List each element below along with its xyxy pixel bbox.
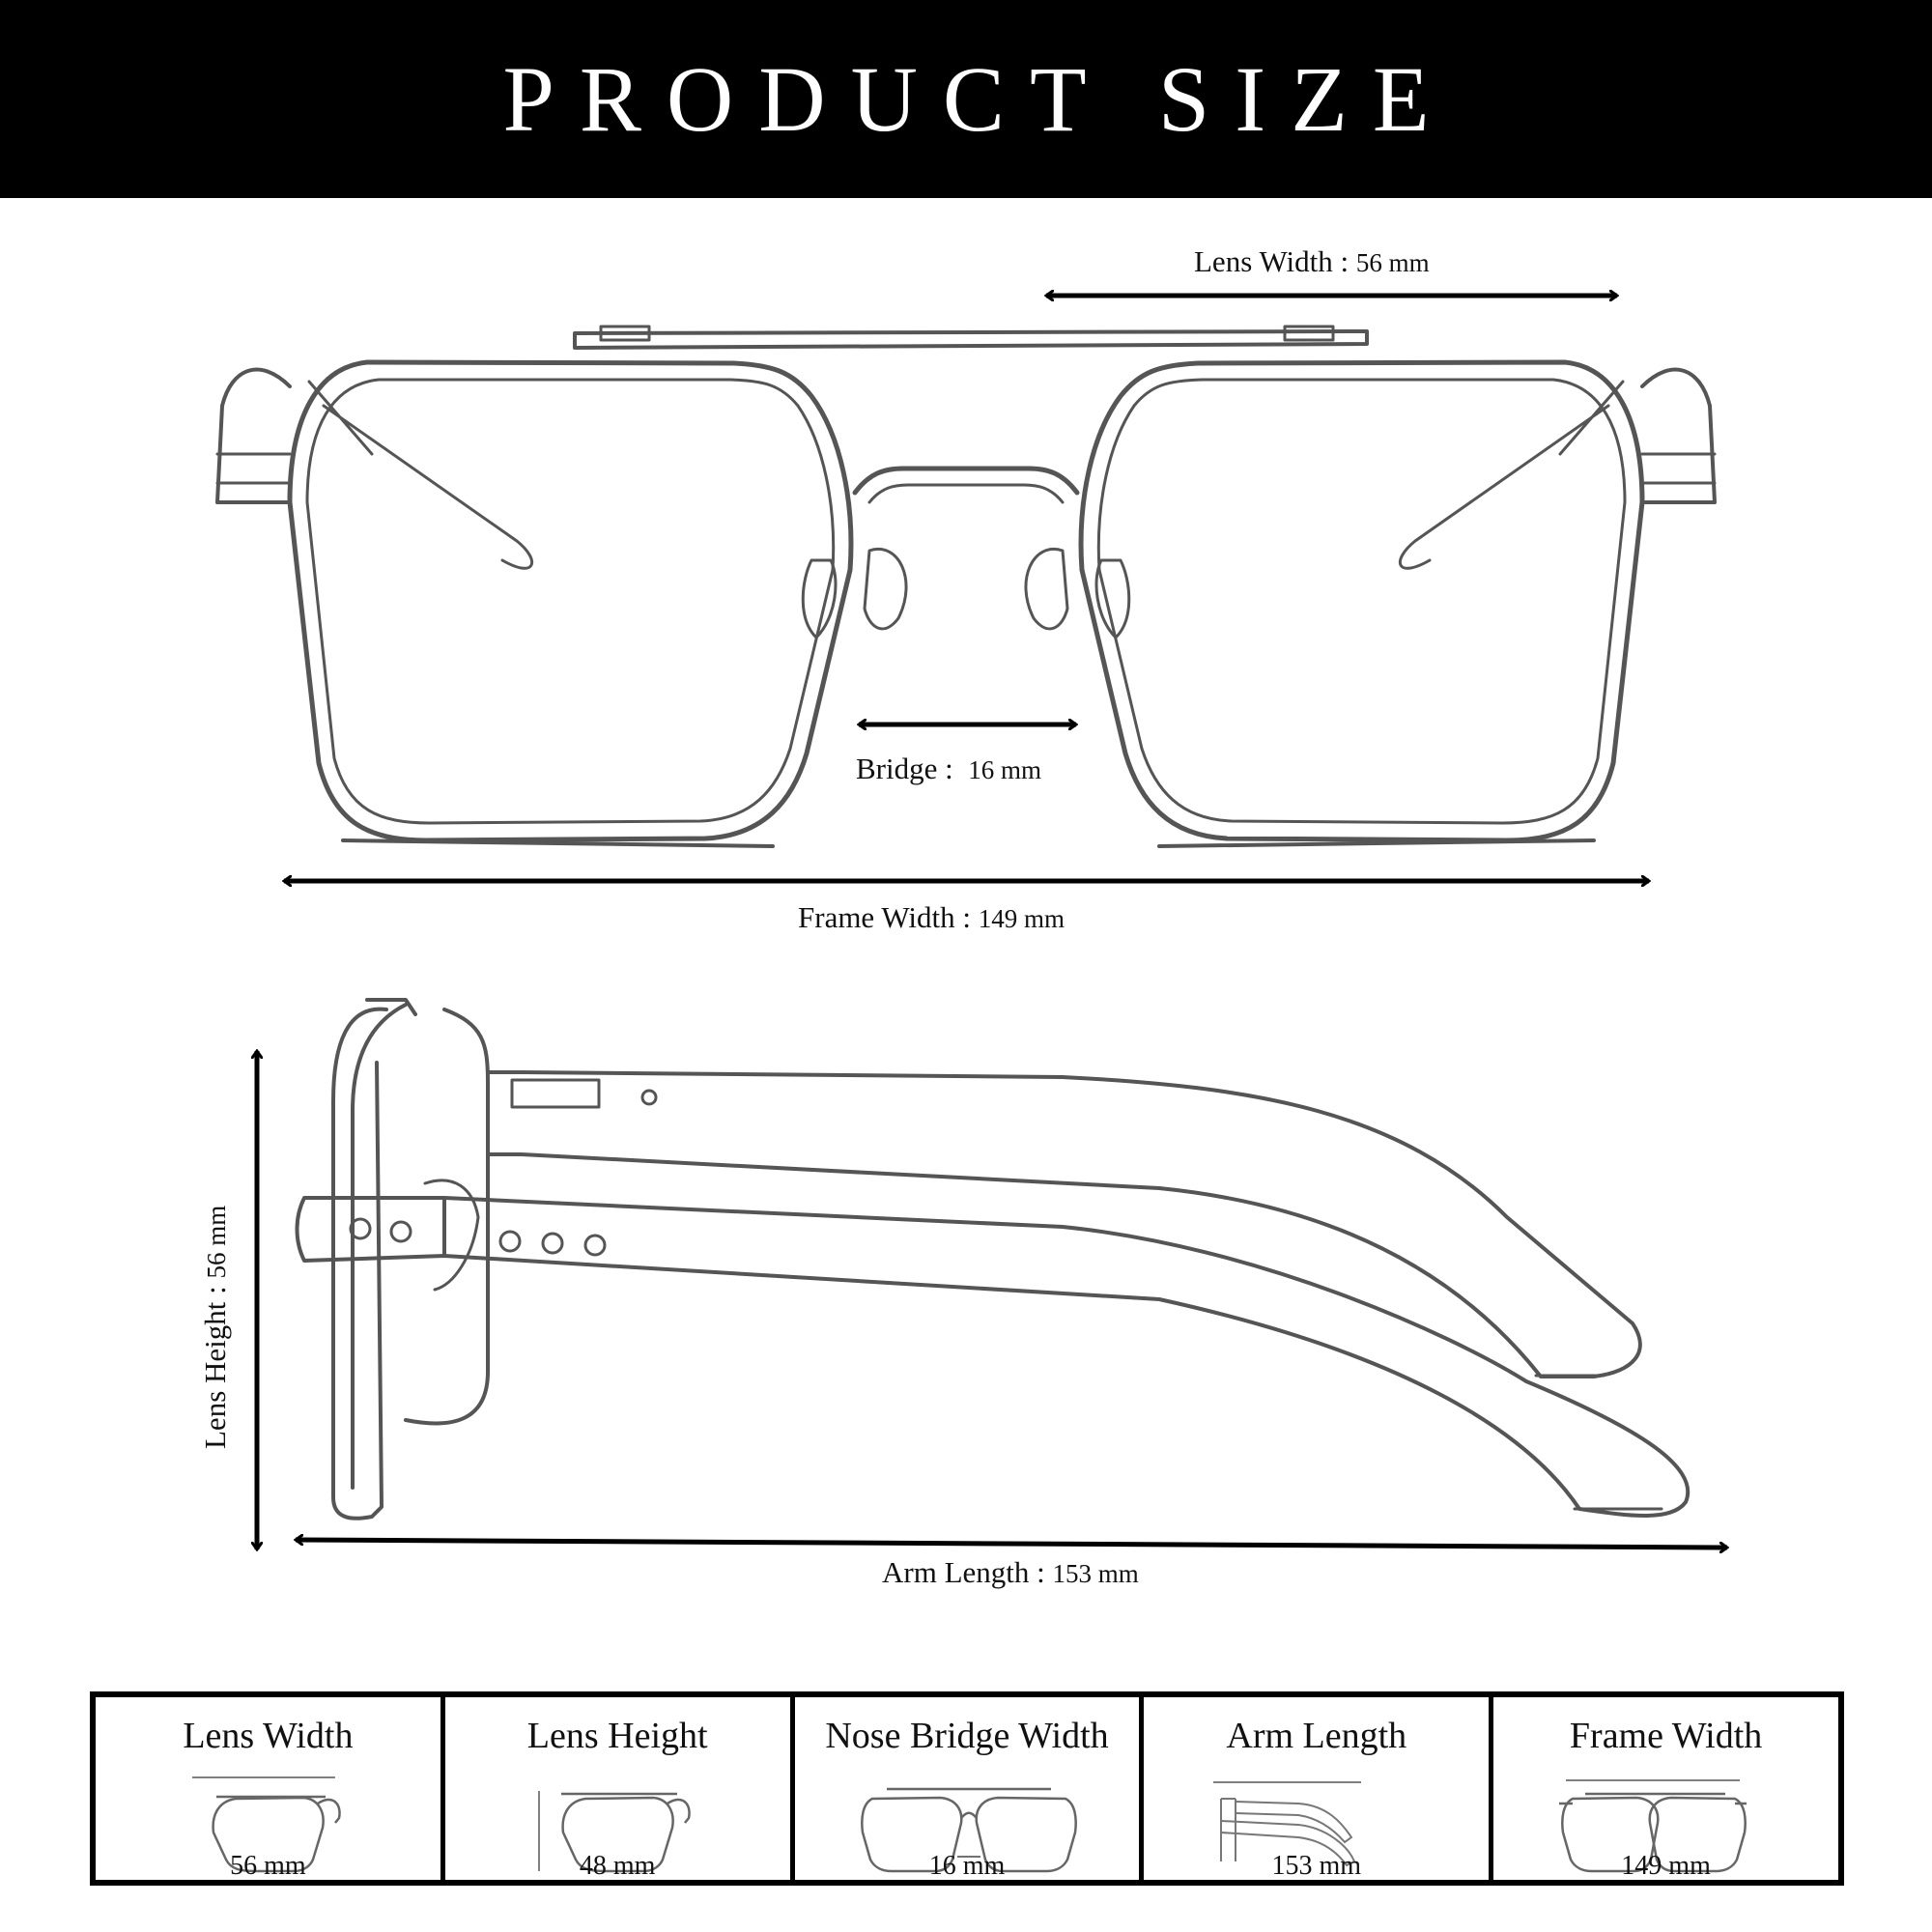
arm-length-value: 153 mm [1052, 1559, 1139, 1588]
cell-title: Arm Length [1226, 1716, 1407, 1756]
side-arm-icon [1213, 1781, 1362, 1867]
cell-title: Frame Width [1569, 1716, 1763, 1756]
size-summary-table: Lens Width 56 mm Lens Height 48 mm Nose … [90, 1691, 1844, 1886]
bridge-label: Bridge : 16 mm [856, 752, 1041, 786]
table-cell-frame-width: Frame Width 149 mm [1493, 1697, 1838, 1881]
cell-title: Nose Bridge Width [825, 1716, 1109, 1756]
lens-width-value: 56 mm [1355, 248, 1430, 277]
cell-value: 16 mm [928, 1851, 1006, 1881]
header-banner: PRODUCT SIZE [0, 0, 1932, 198]
frame-width-label: Frame Width : 149 mm [798, 900, 1065, 935]
table-cell-nose-bridge-width: Nose Bridge Width 16 mm [795, 1697, 1145, 1881]
page-title: PRODUCT SIZE [502, 47, 1455, 151]
frame-width-value: 149 mm [978, 904, 1065, 933]
table-cell-arm-length: Arm Length 153 mm [1144, 1697, 1494, 1881]
lens-height-label: Lens Height : 56 mm [198, 1206, 233, 1449]
lens-width-label: Lens Width : 56 mm [1194, 244, 1430, 279]
glasses-front-view-illustration [215, 0, 1717, 966]
cell-title: Lens Height [526, 1716, 708, 1756]
single-lens-width-icon [192, 1776, 341, 1873]
cell-value: 48 mm [579, 1851, 656, 1881]
table-cell-lens-height: Lens Height 48 mm [445, 1697, 795, 1881]
bridge-value: 16 mm [968, 755, 1042, 784]
cell-value: 149 mm [1621, 1851, 1711, 1881]
lens-height-value: 56 mm [202, 1205, 231, 1279]
bridge-label-text: Bridge : [856, 752, 953, 785]
front-frame-width-icon [1559, 1779, 1747, 1873]
cell-value: 56 mm [230, 1851, 306, 1881]
front-frame-bridge-icon [860, 1787, 1077, 1873]
cell-value: 153 mm [1271, 1851, 1362, 1881]
arm-length-label: Arm Length : 153 mm [882, 1555, 1139, 1590]
table-cell-lens-width: Lens Width 56 mm [96, 1697, 445, 1881]
cell-title: Lens Width [183, 1716, 354, 1756]
single-lens-height-icon [538, 1791, 691, 1873]
lens-height-label-text: Lens Height : [198, 1286, 232, 1449]
glasses-side-view-illustration [0, 998, 1932, 1642]
arm-length-label-text: Arm Length : [882, 1555, 1045, 1589]
frame-width-label-text: Frame Width : [798, 900, 971, 934]
lens-width-label-text: Lens Width : [1194, 244, 1350, 278]
